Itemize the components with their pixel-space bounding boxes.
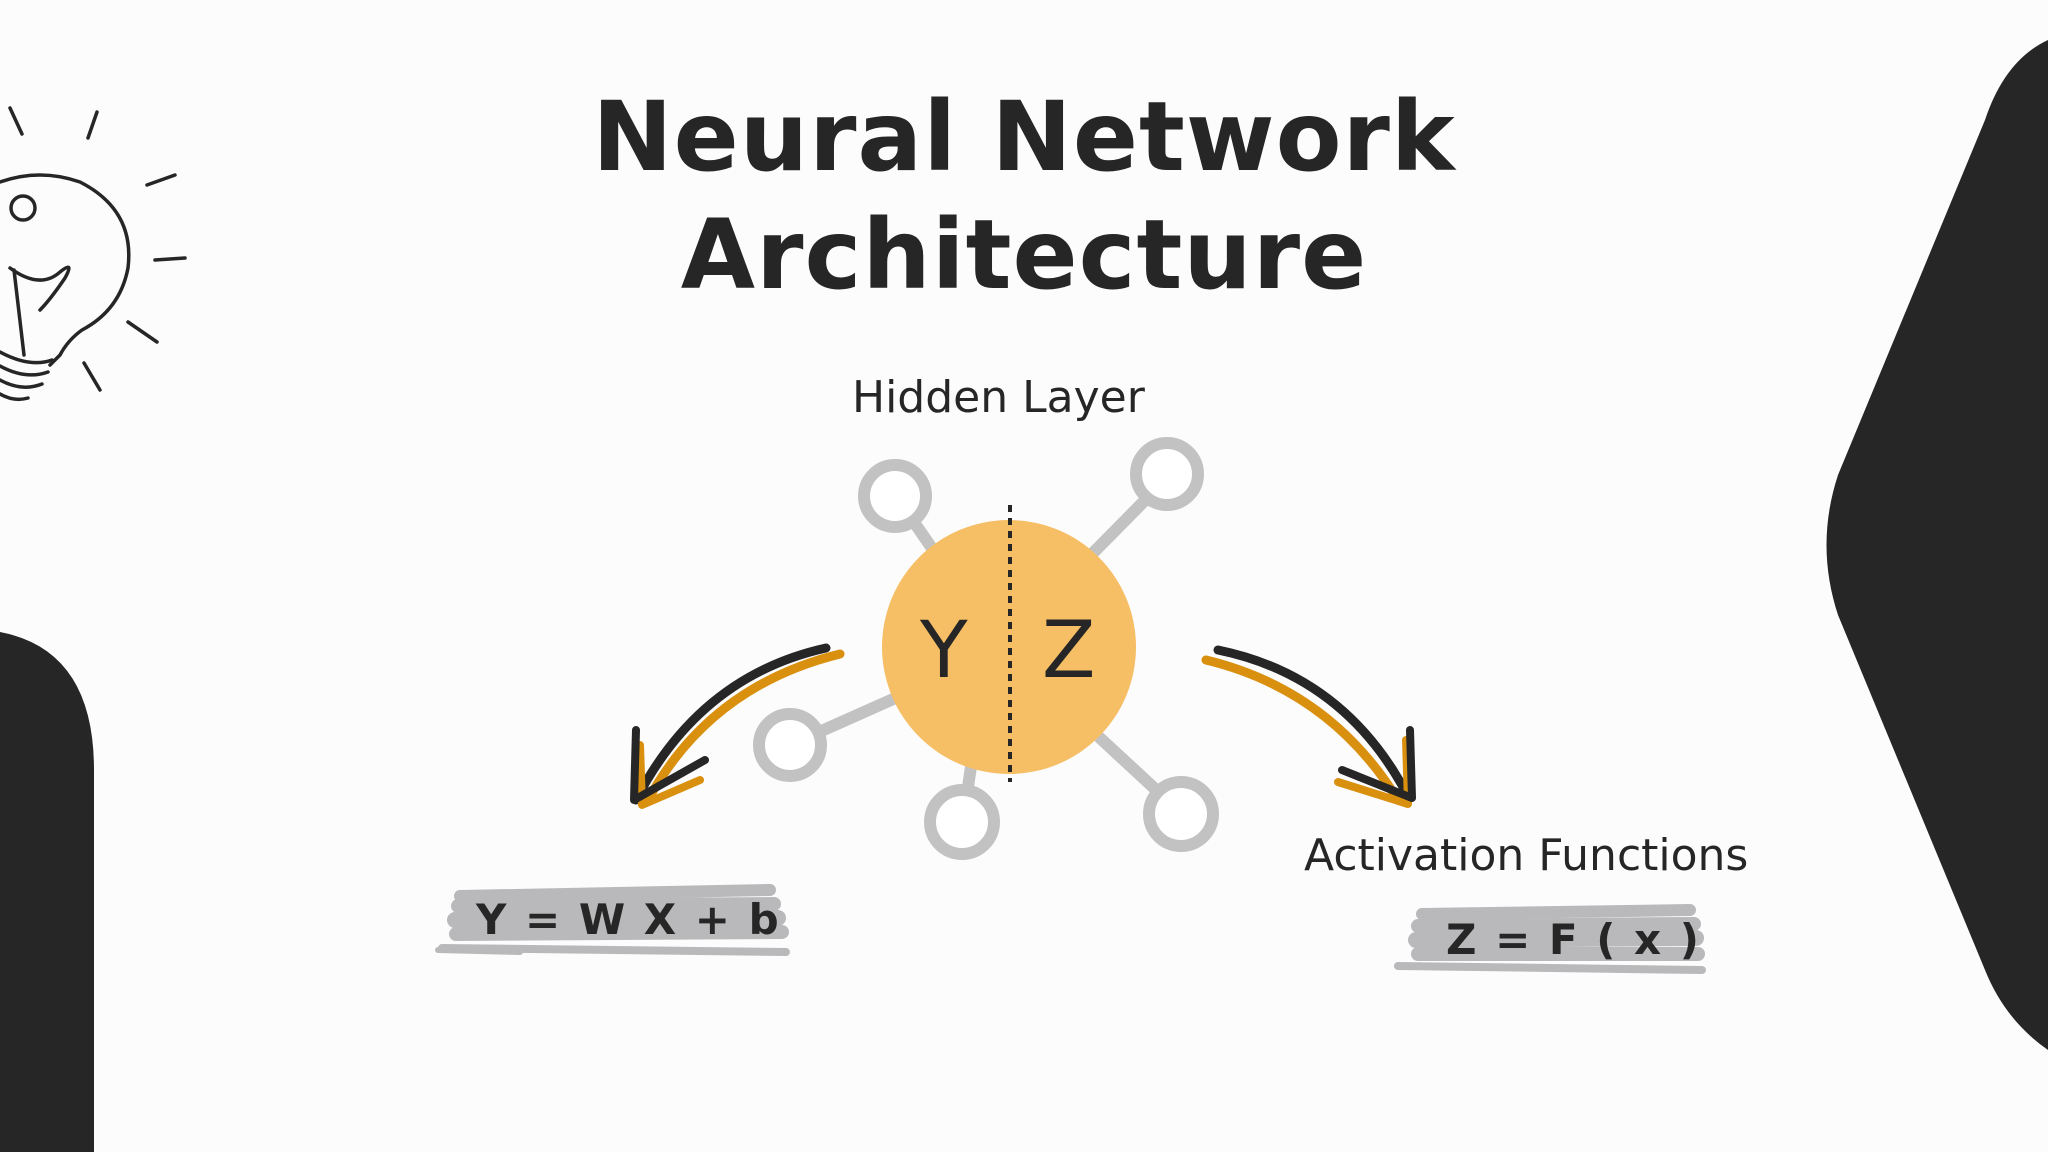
lightbulb-icon xyxy=(0,106,187,402)
node-letter-y: Y xyxy=(920,606,968,696)
hidden-layer-label: Hidden Layer xyxy=(852,372,1145,423)
activation-formula: Z = F ( x ) xyxy=(1446,915,1701,964)
central-node xyxy=(882,520,1136,774)
node-bottom xyxy=(924,784,1000,860)
node-letter-z: Z xyxy=(1042,606,1096,696)
node-top-right xyxy=(1130,437,1204,511)
node-bottom-right xyxy=(1143,776,1219,852)
title-line-1: Neural Network xyxy=(592,81,1456,193)
curved-arrow-left-icon xyxy=(630,643,845,809)
page-title: Neural Network Architecture xyxy=(524,78,1524,314)
title-line-2: Architecture xyxy=(680,199,1368,311)
node-left xyxy=(753,708,827,782)
satellite-nodes xyxy=(753,437,1219,860)
right-dark-shape xyxy=(1826,40,2048,1050)
activation-functions-label: Activation Functions xyxy=(1304,830,1749,881)
formula-highlight-left xyxy=(435,884,790,956)
formula-highlight-right xyxy=(1394,904,1706,974)
linear-formula: Y = W X + b xyxy=(476,895,781,944)
left-dark-shape xyxy=(0,632,94,1152)
curved-arrow-right-icon xyxy=(1201,645,1416,808)
node-top-left xyxy=(858,459,932,533)
